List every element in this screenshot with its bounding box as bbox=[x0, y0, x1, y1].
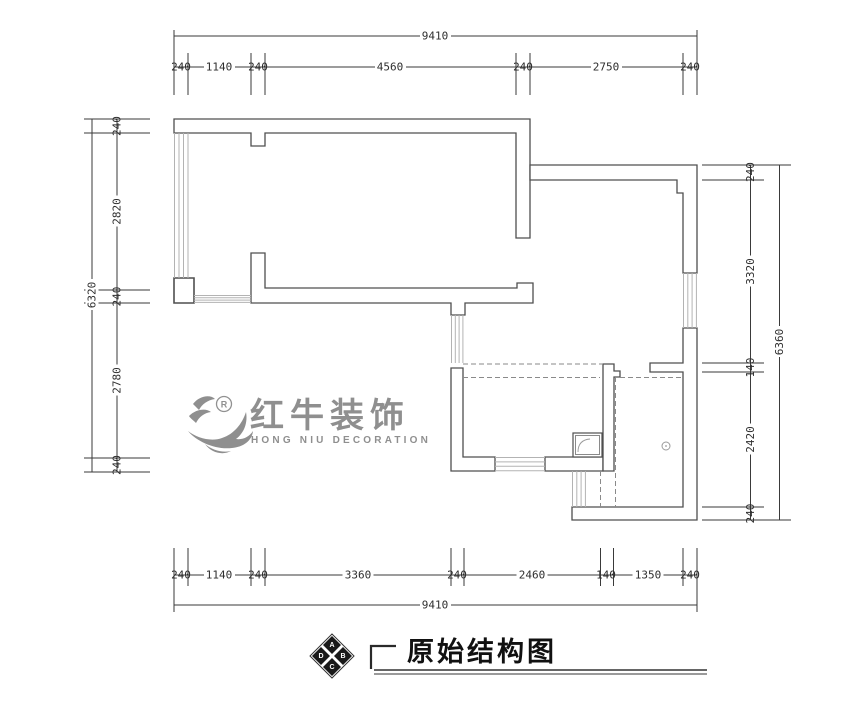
dimension-top: 9410 240 1140 240 4560 240 2750 240 bbox=[171, 29, 700, 95]
registered-mark-letter: R bbox=[221, 400, 228, 410]
watermark-cn-text: 红牛装饰 bbox=[250, 396, 410, 436]
window-left bbox=[174, 133, 189, 278]
window-under-column bbox=[194, 295, 251, 303]
dim-segment: 140 bbox=[596, 569, 616, 582]
dim-segment: 240 bbox=[111, 116, 124, 136]
dim-segment: 3360 bbox=[345, 569, 372, 582]
wall-lower-bottom bbox=[544, 456, 604, 472]
fixture-basin-outer bbox=[572, 432, 603, 458]
dim-overall-right: 6360 bbox=[773, 329, 786, 356]
dim-segment: 2820 bbox=[111, 198, 124, 225]
registered-mark-icon bbox=[215, 395, 233, 413]
bull-logo-icon bbox=[205, 444, 231, 454]
dim-segment: 240 bbox=[111, 455, 124, 475]
wall-top-right-band bbox=[529, 164, 698, 274]
window-right-vertical bbox=[683, 273, 697, 328]
fixture-basin-inner bbox=[575, 435, 600, 455]
wall-interior-horizontal bbox=[250, 252, 534, 316]
dim-segment: 240 bbox=[744, 162, 757, 182]
stamp-letter: D bbox=[318, 653, 323, 660]
dim-segment: 2780 bbox=[111, 367, 124, 394]
window-mid-vertical bbox=[451, 315, 464, 363]
dim-segment: 240 bbox=[513, 61, 533, 74]
dim-segment: 2750 bbox=[593, 61, 620, 74]
stamp-letter: C bbox=[329, 664, 334, 671]
dim-segment: 240 bbox=[111, 287, 124, 307]
stamp-letter: A bbox=[329, 642, 334, 649]
watermark-logo: R 红牛装饰 HONG NIU DECORATION bbox=[188, 395, 431, 454]
page-title: 原始结构图 bbox=[407, 636, 557, 668]
fixture-basin-arc bbox=[577, 438, 591, 453]
drain-circle-marker bbox=[661, 441, 671, 451]
dimension-left: 6320 240 2820 240 2780 240 bbox=[84, 116, 150, 475]
bull-logo-icon bbox=[193, 396, 215, 410]
walls bbox=[173, 118, 698, 521]
dim-overall-left: 6320 bbox=[86, 282, 99, 309]
bull-logo-icon bbox=[188, 412, 253, 449]
watermark-en-text: HONG NIU DECORATION bbox=[251, 435, 431, 446]
wall-top-and-upper-right-stub bbox=[173, 118, 531, 239]
dim-segment: 1140 bbox=[206, 569, 233, 582]
stamp-icon: A B C D bbox=[309, 633, 355, 679]
dim-segment: 140 bbox=[744, 358, 757, 378]
dim-segment: 1140 bbox=[206, 61, 233, 74]
dim-segment: 240 bbox=[171, 61, 191, 74]
fixtures bbox=[572, 432, 671, 458]
dim-segment: 240 bbox=[171, 569, 191, 582]
stamp-letter: B bbox=[340, 653, 345, 660]
wall-bathroom-partition bbox=[602, 363, 621, 472]
dimension-right: 6360 240 3320 140 2420 240 bbox=[702, 162, 791, 523]
dim-segment: 240 bbox=[680, 569, 700, 582]
dim-overall-top: 9410 bbox=[422, 30, 449, 43]
dimension-bottom: 9410 240 1140 240 3360 240 2460 140 1350… bbox=[171, 548, 700, 612]
title-block: A B C D 原始结构图 bbox=[309, 633, 707, 679]
dim-segment: 4560 bbox=[377, 61, 404, 74]
dim-segment: 240 bbox=[744, 504, 757, 524]
dim-segment: 3320 bbox=[744, 258, 757, 285]
dim-segment: 240 bbox=[248, 61, 268, 74]
dim-segment: 2460 bbox=[519, 569, 546, 582]
dim-segment: 1350 bbox=[635, 569, 662, 582]
dim-overall-bottom: 9410 bbox=[422, 599, 449, 612]
drain-circle-dot bbox=[665, 445, 667, 447]
title-bracket-icon bbox=[369, 644, 396, 669]
windows bbox=[174, 133, 697, 507]
dim-segment: 2420 bbox=[744, 426, 757, 453]
dim-segment: 240 bbox=[248, 569, 268, 582]
window-lower-horizontal bbox=[495, 457, 545, 472]
window-bottom-right-vertical bbox=[572, 471, 586, 507]
bull-logo-icon bbox=[189, 409, 211, 423]
wall-right-and-bottom bbox=[571, 327, 698, 521]
dashed-lines bbox=[463, 363, 683, 507]
wall-lower-left bbox=[450, 367, 496, 472]
dim-segment: 240 bbox=[680, 61, 700, 74]
dim-segment: 240 bbox=[447, 569, 467, 582]
column bbox=[173, 277, 195, 304]
